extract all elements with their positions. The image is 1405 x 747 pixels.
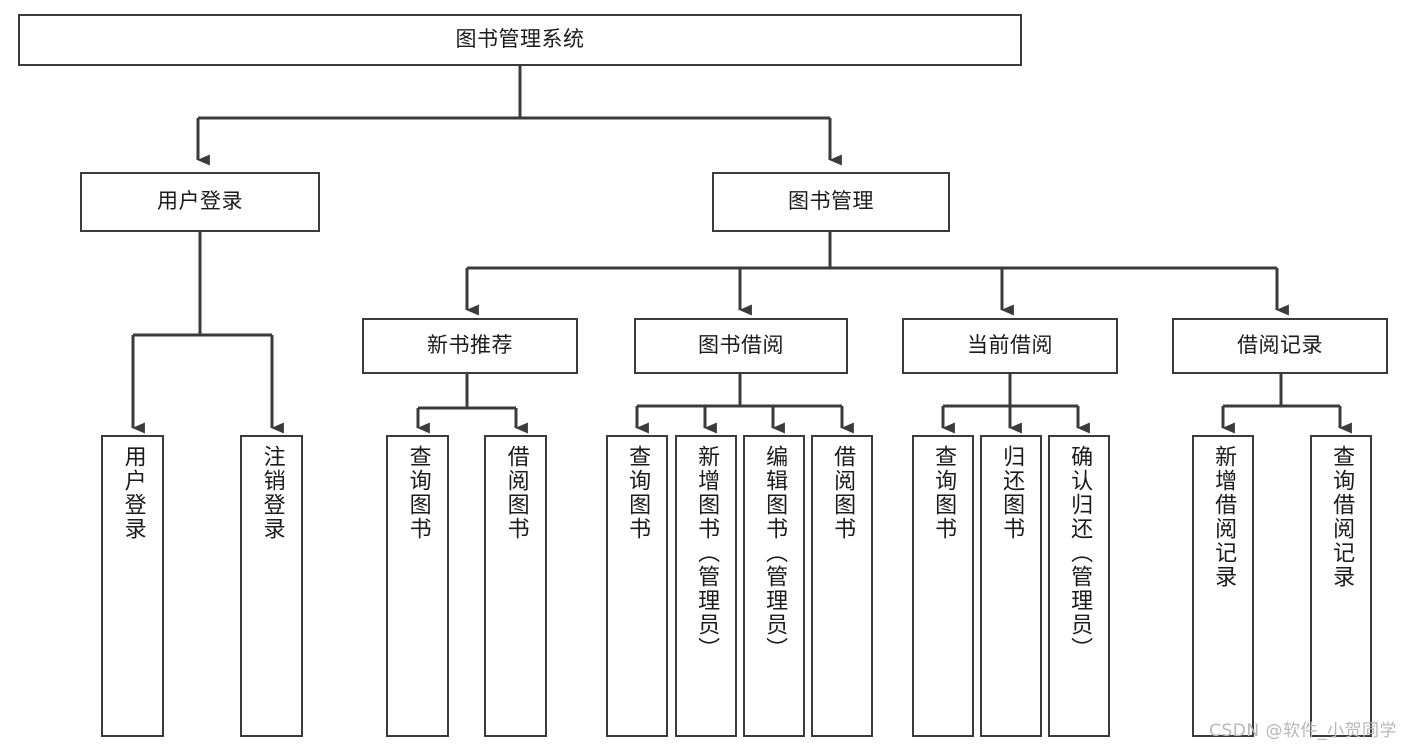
- leaf-add-record[interactable]: 新增借阅记录: [1192, 435, 1254, 737]
- node-root[interactable]: 图书管理系统: [18, 14, 1022, 66]
- leaf-query-record-label: 查询借阅记录: [1329, 445, 1355, 589]
- node-book-manage-label: 图书管理: [788, 189, 874, 214]
- leaf-return-book[interactable]: 归还图书: [980, 435, 1042, 737]
- node-new-book-recommend-label: 新书推荐: [427, 333, 513, 358]
- leaf-query-book-3[interactable]: 查询图书: [912, 435, 974, 737]
- node-root-label: 图书管理系统: [455, 27, 585, 52]
- leaf-query-book-3-label: 查询图书: [931, 445, 957, 541]
- leaf-add-record-label: 新增借阅记录: [1211, 445, 1237, 589]
- leaf-query-book-1[interactable]: 查询图书: [386, 435, 449, 737]
- leaf-query-record[interactable]: 查询借阅记录: [1310, 435, 1372, 737]
- node-new-book-recommend[interactable]: 新书推荐: [362, 318, 578, 374]
- leaf-borrow-book-2-label: 借阅图书: [830, 445, 856, 541]
- watermark-credit: CSDN @软件_小贺同学: [1209, 721, 1397, 741]
- leaf-add-book[interactable]: 新增图书（管理员）: [675, 435, 737, 737]
- leaf-logout-login-label: 注销登录: [259, 445, 285, 541]
- leaf-query-book-2-label: 查询图书: [625, 445, 651, 541]
- leaf-edit-book[interactable]: 编辑图书（管理员）: [743, 435, 805, 737]
- leaf-borrow-book-1[interactable]: 借阅图书: [484, 435, 547, 737]
- node-current-borrow[interactable]: 当前借阅: [902, 318, 1118, 374]
- leaf-return-book-label: 归还图书: [999, 445, 1025, 541]
- leaf-borrow-book-2[interactable]: 借阅图书: [811, 435, 873, 737]
- node-borrow-record-label: 借阅记录: [1237, 333, 1323, 358]
- node-book-manage[interactable]: 图书管理: [712, 172, 950, 232]
- leaf-user-login[interactable]: 用户登录: [101, 435, 164, 737]
- leaf-logout-login[interactable]: 注销登录: [240, 435, 303, 737]
- node-user-login[interactable]: 用户登录: [80, 172, 320, 232]
- node-book-borrow[interactable]: 图书借阅: [634, 318, 848, 374]
- node-book-borrow-label: 图书借阅: [698, 333, 784, 358]
- leaf-user-login-label: 用户登录: [120, 445, 146, 541]
- node-user-login-label: 用户登录: [157, 189, 243, 214]
- leaf-confirm-return[interactable]: 确认归还（管理员）: [1048, 435, 1110, 737]
- leaf-query-book-1-label: 查询图书: [405, 445, 431, 541]
- leaf-edit-book-label: 编辑图书（管理员）: [762, 445, 788, 661]
- leaf-confirm-return-label: 确认归还（管理员）: [1067, 445, 1093, 661]
- leaf-add-book-label: 新增图书（管理员）: [694, 445, 720, 661]
- node-borrow-record[interactable]: 借阅记录: [1172, 318, 1388, 374]
- leaf-borrow-book-1-label: 借阅图书: [503, 445, 529, 541]
- node-current-borrow-label: 当前借阅: [967, 333, 1053, 358]
- leaf-query-book-2[interactable]: 查询图书: [606, 435, 668, 737]
